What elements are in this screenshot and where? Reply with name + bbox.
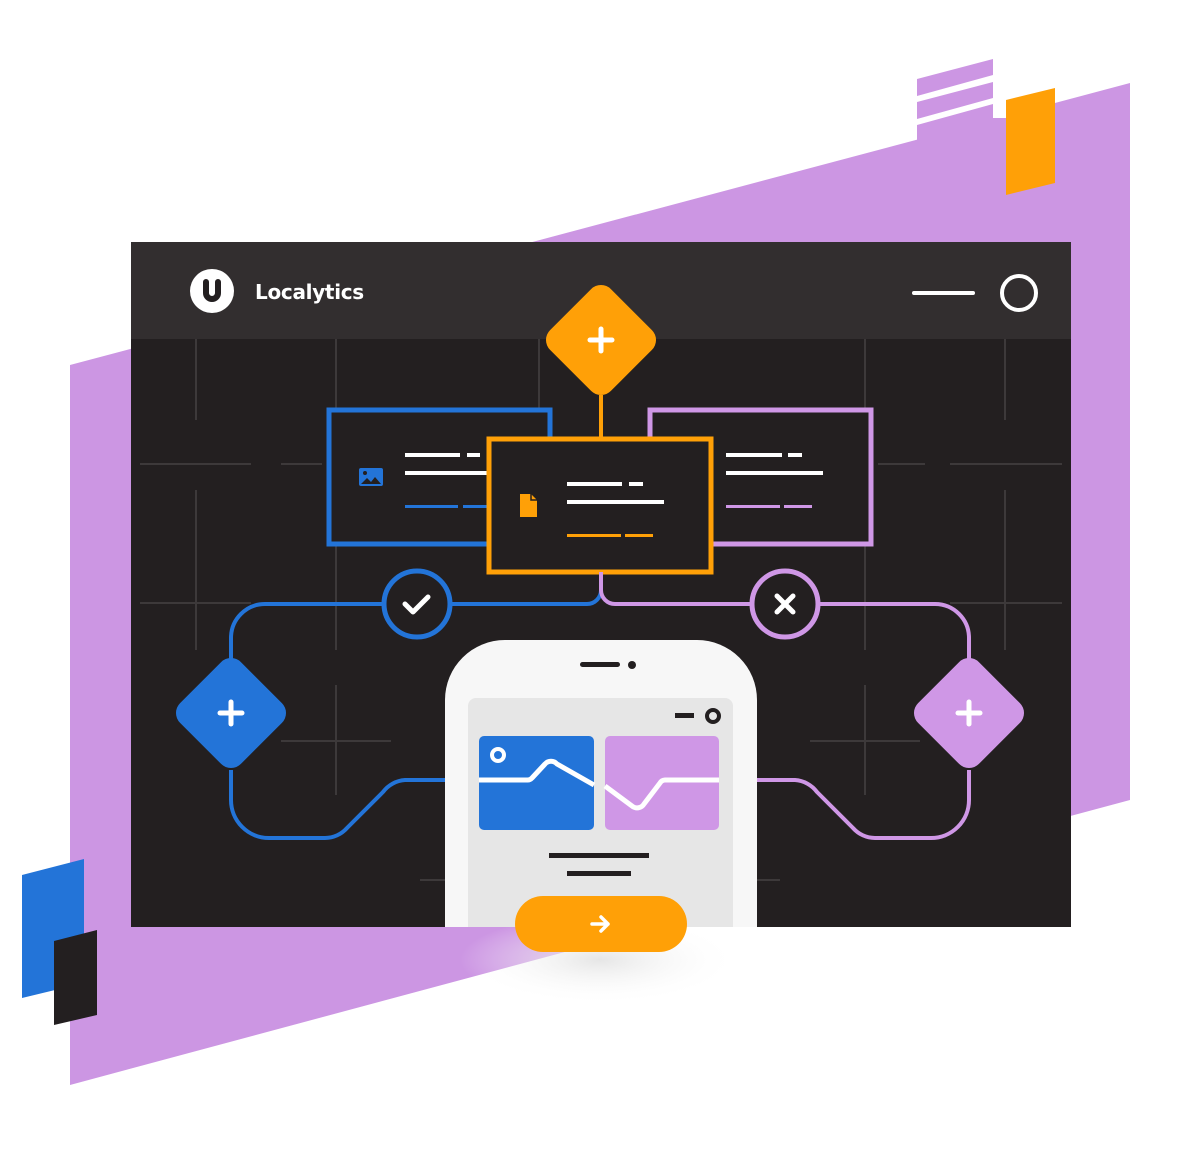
- text-line: [405, 471, 490, 475]
- brand-name: Localytics: [255, 280, 364, 304]
- stripe-accent: [917, 82, 993, 119]
- cta-button[interactable]: [515, 896, 687, 952]
- text-line: [567, 482, 622, 486]
- accent-line: [726, 505, 780, 508]
- circle-icon: [1000, 274, 1038, 312]
- plus-icon: [955, 699, 983, 727]
- camera-icon: [628, 661, 636, 669]
- valley-line: [603, 777, 719, 811]
- no-branch-return-path: [755, 770, 971, 840]
- no-branch-path: [599, 572, 971, 660]
- logo[interactable]: [190, 269, 234, 313]
- plus-icon: [217, 699, 245, 727]
- add-step-no-button[interactable]: [908, 652, 1030, 774]
- record-icon: [705, 708, 721, 724]
- text-line: [549, 853, 649, 858]
- plus-icon: [587, 326, 615, 354]
- check-icon: [402, 594, 431, 615]
- minimize-icon: [675, 713, 694, 718]
- accent-line: [463, 505, 488, 508]
- logo-u-icon: [203, 279, 221, 302]
- accent-line: [625, 534, 653, 537]
- reject-button[interactable]: [749, 568, 821, 640]
- grid-crosses: [140, 339, 1062, 881]
- chart-tile-purple[interactable]: [603, 736, 719, 830]
- text-line: [405, 453, 460, 457]
- chart-tile-blue[interactable]: [479, 736, 596, 830]
- speaker-icon: [580, 662, 620, 667]
- orange-accent-block: [1006, 88, 1055, 195]
- white-cutout: [993, 59, 1055, 118]
- accent-line: [784, 505, 812, 508]
- yes-branch-path: [229, 572, 603, 660]
- document-card[interactable]: [486, 436, 714, 575]
- minimize-icon: [912, 291, 975, 295]
- minimize-button[interactable]: [910, 282, 976, 304]
- text-line: [726, 471, 823, 475]
- arrow-right-icon: [590, 915, 610, 933]
- add-step-yes-button[interactable]: [170, 652, 292, 774]
- stripe-accent: [917, 59, 993, 96]
- dark-accent-block: [54, 930, 97, 1025]
- text-line: [567, 500, 664, 504]
- check-button[interactable]: [381, 568, 453, 640]
- text-line: [467, 453, 480, 457]
- image-icon: [359, 468, 383, 486]
- x-icon: [774, 593, 796, 615]
- sun-icon: [490, 747, 506, 763]
- yes-branch-return-path: [229, 770, 447, 840]
- text-line: [567, 871, 631, 876]
- text-line: [726, 453, 782, 457]
- peak-line: [479, 758, 596, 788]
- document-icon: [520, 494, 537, 517]
- add-step-top-button[interactable]: [540, 279, 662, 401]
- accent-line: [405, 505, 458, 508]
- maximize-button[interactable]: [1000, 274, 1038, 312]
- text-line: [788, 453, 802, 457]
- text-line: [629, 482, 643, 486]
- accent-line: [567, 534, 621, 537]
